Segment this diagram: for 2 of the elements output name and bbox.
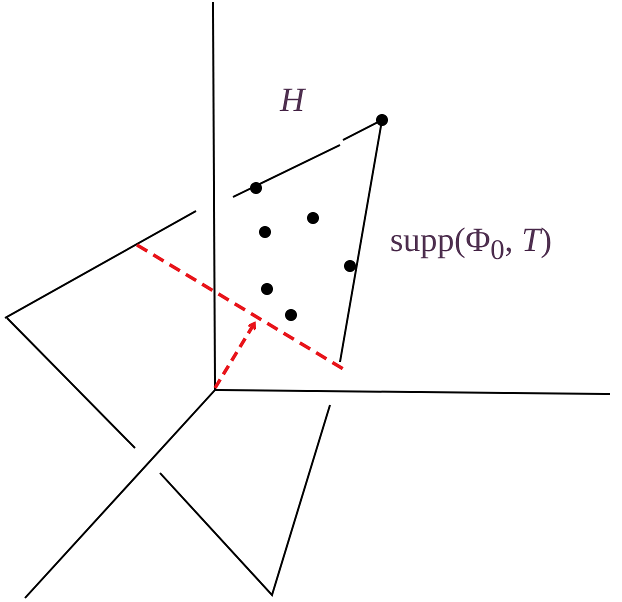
math-label: supp(Φ$_{0}$, T) [390, 224, 552, 266]
math-label: H [280, 84, 305, 118]
